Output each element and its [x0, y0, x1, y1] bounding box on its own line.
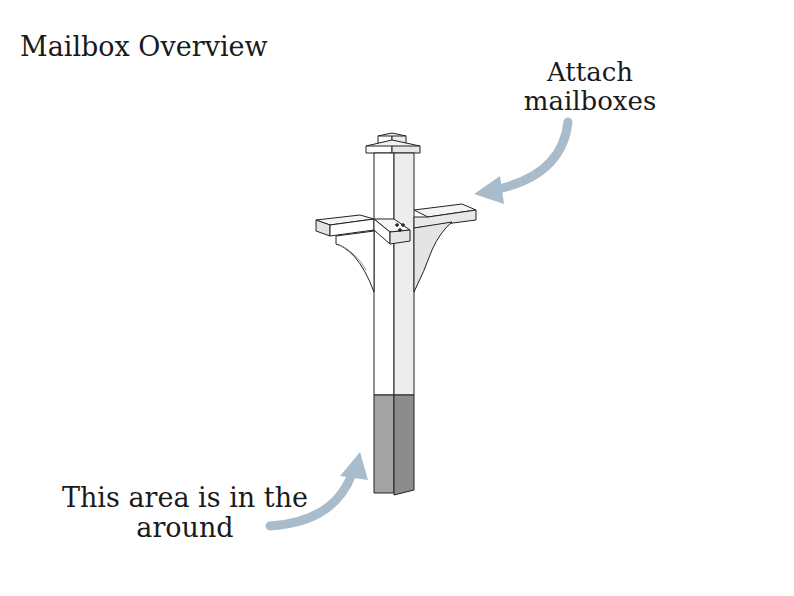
diagram-title: Mailbox Overview	[20, 32, 268, 62]
mailbox-post	[316, 133, 476, 495]
callout-label: Attach mailboxes	[495, 58, 685, 116]
arrowhead	[474, 176, 504, 204]
arrowhead	[340, 452, 368, 480]
callout-label: This area is in the around	[45, 483, 325, 543]
callout-arrows	[270, 122, 568, 526]
top-callout-arrow	[494, 122, 568, 190]
